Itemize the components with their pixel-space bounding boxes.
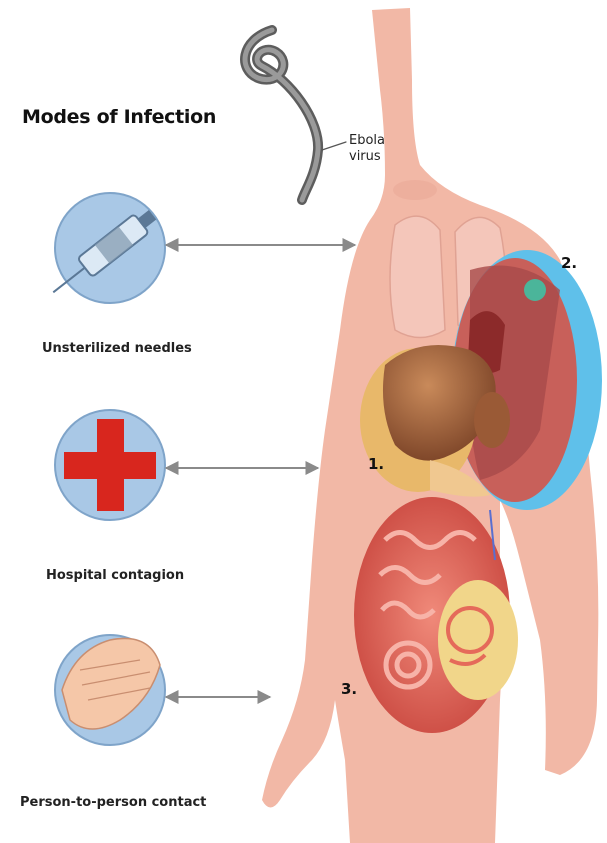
unsterilized-needles-caption: Unsterilized needles [42, 341, 192, 356]
person-to-person-caption: Person-to-person contact [20, 795, 206, 810]
callout-number-1: 1. [368, 455, 384, 473]
virus-label-line2: virus [349, 149, 385, 165]
unsterilized-needles-circle [46, 193, 165, 303]
ebola-virus-label: Ebola virus [349, 133, 385, 165]
callout-number-2: 2. [561, 254, 577, 272]
hospital-contagion-caption: Hospital contagion [46, 568, 184, 583]
callout-number-3: 3. [341, 680, 357, 698]
virus-label-line1: Ebola [349, 133, 385, 149]
person-contact-circle [55, 635, 165, 745]
diagram-title: Modes of Infection [22, 106, 216, 128]
ebola-virus-icon [245, 30, 346, 200]
hospital-contagion-circle [55, 410, 165, 520]
